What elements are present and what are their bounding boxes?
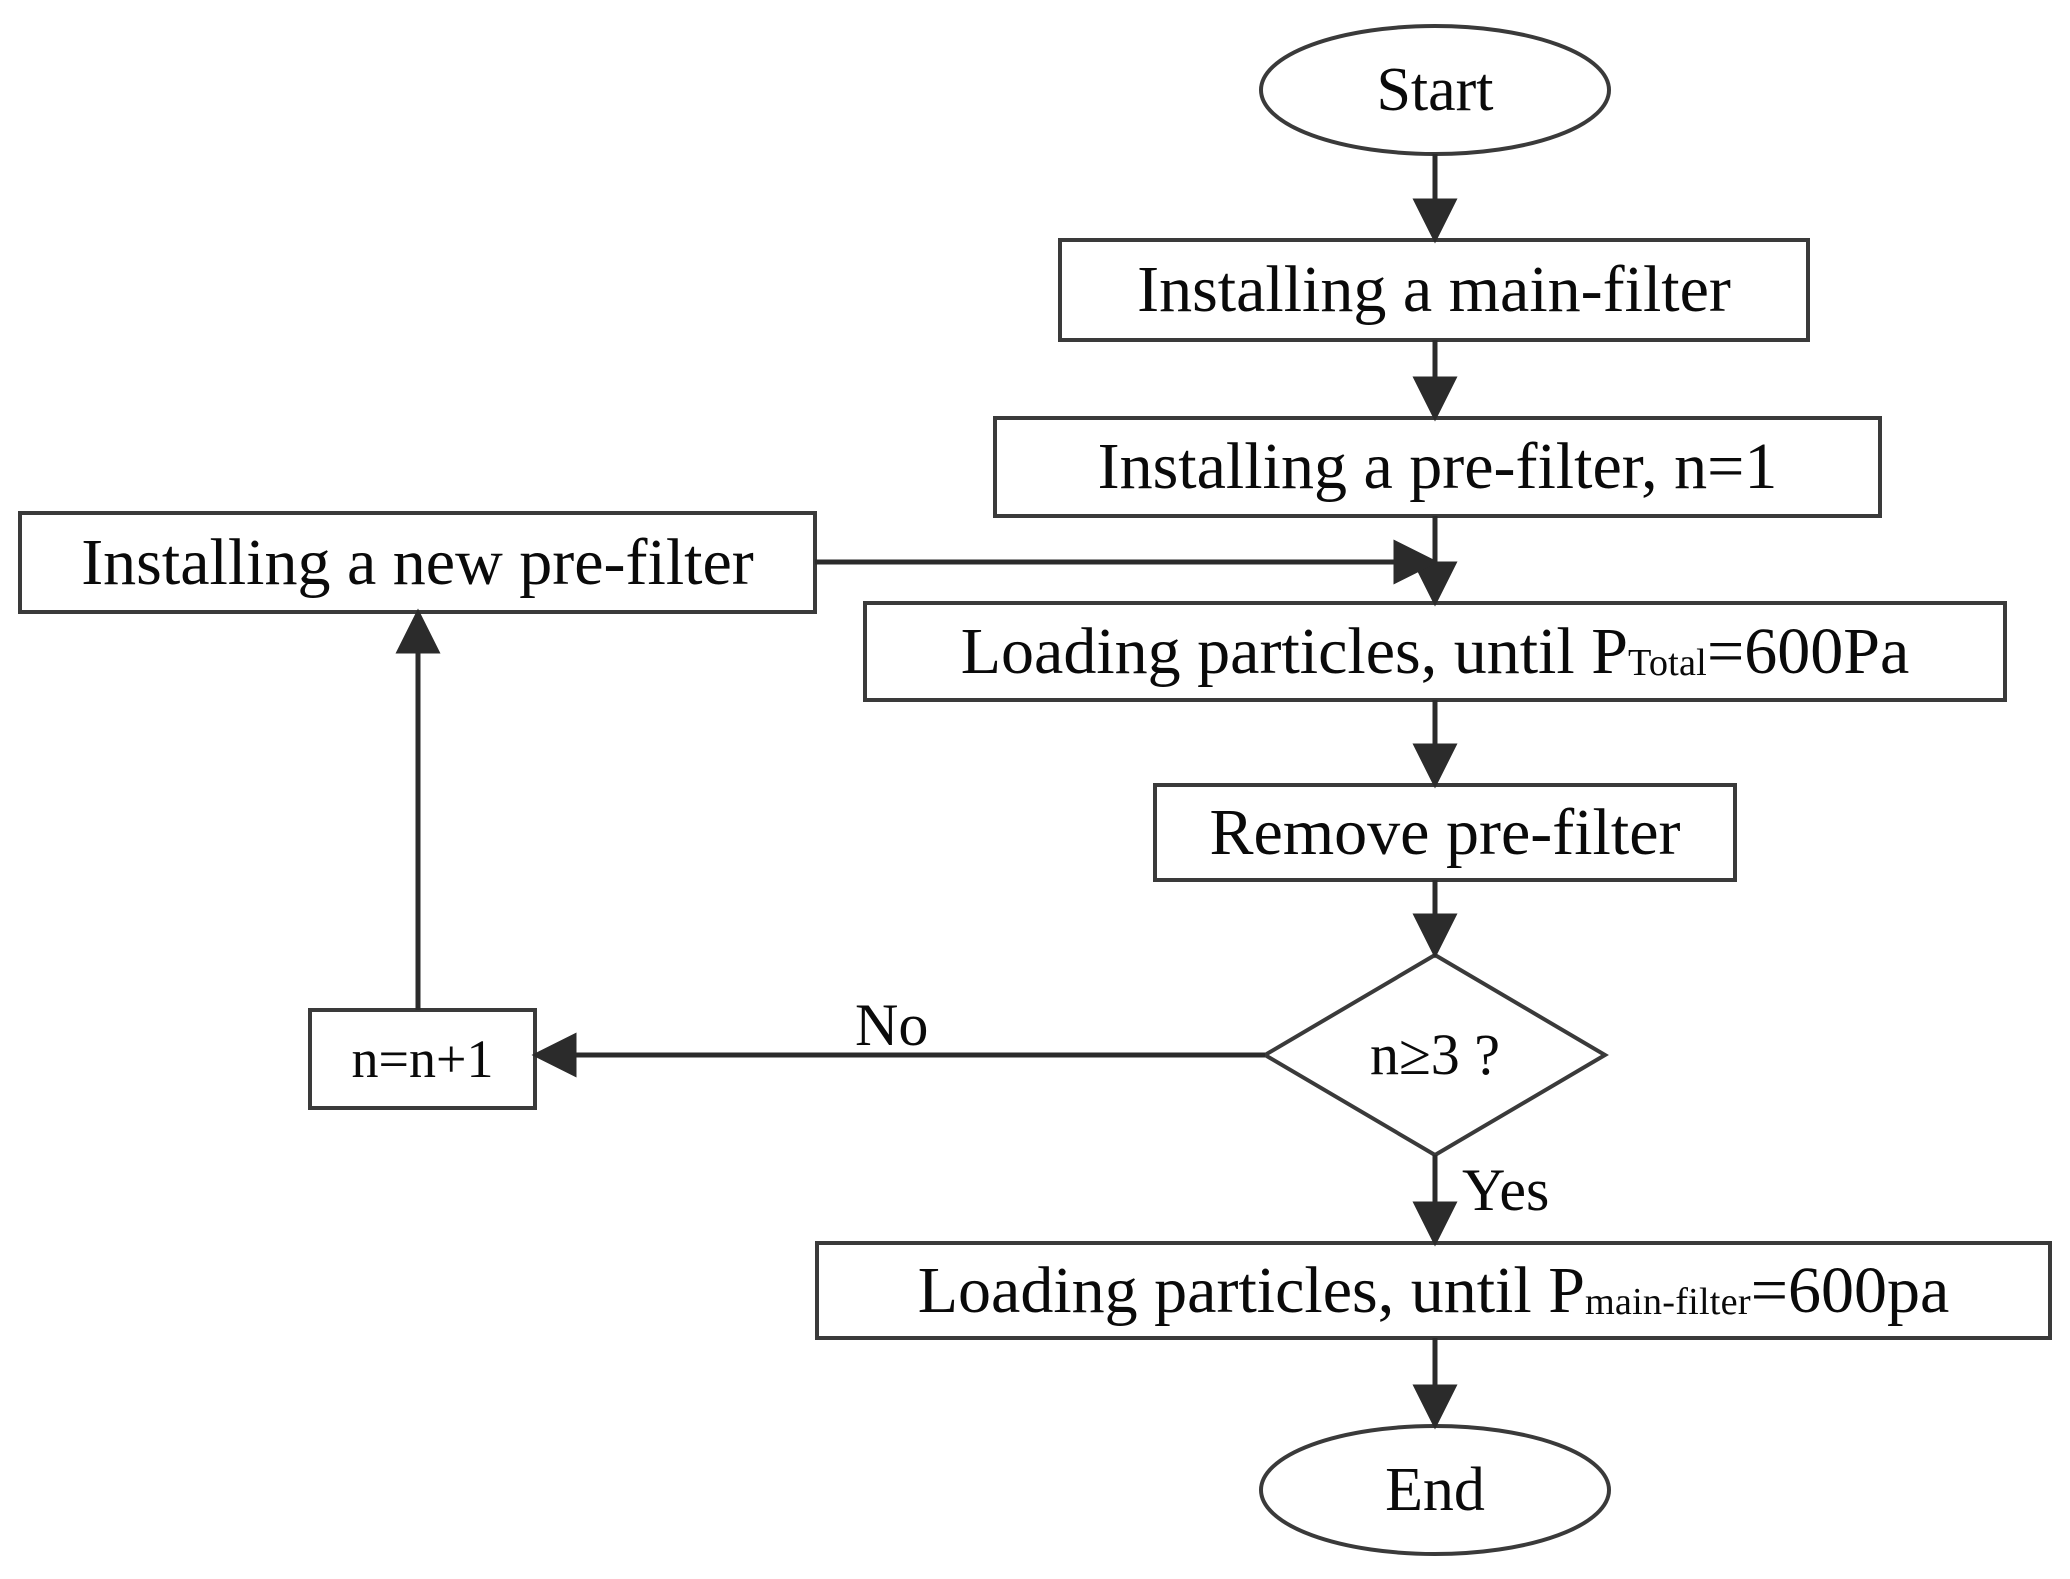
loading-total-node[interactable] [865,603,2005,700]
install-pre-filter-node[interactable] [995,418,1880,516]
remove-pre-filter-node[interactable] [1155,785,1735,880]
install-new-pre-filter-node[interactable] [20,513,815,612]
edge-label-yes: Yes [1462,1157,1550,1223]
increment-n-node[interactable] [310,1010,535,1108]
install-main-filter-node[interactable] [1060,240,1808,340]
loading-main-node[interactable] [817,1243,2050,1338]
start-terminator[interactable] [1261,26,1609,154]
end-terminator[interactable] [1261,1426,1609,1554]
decision-n-node[interactable] [1265,955,1605,1155]
edge-label-no: No [855,992,929,1058]
